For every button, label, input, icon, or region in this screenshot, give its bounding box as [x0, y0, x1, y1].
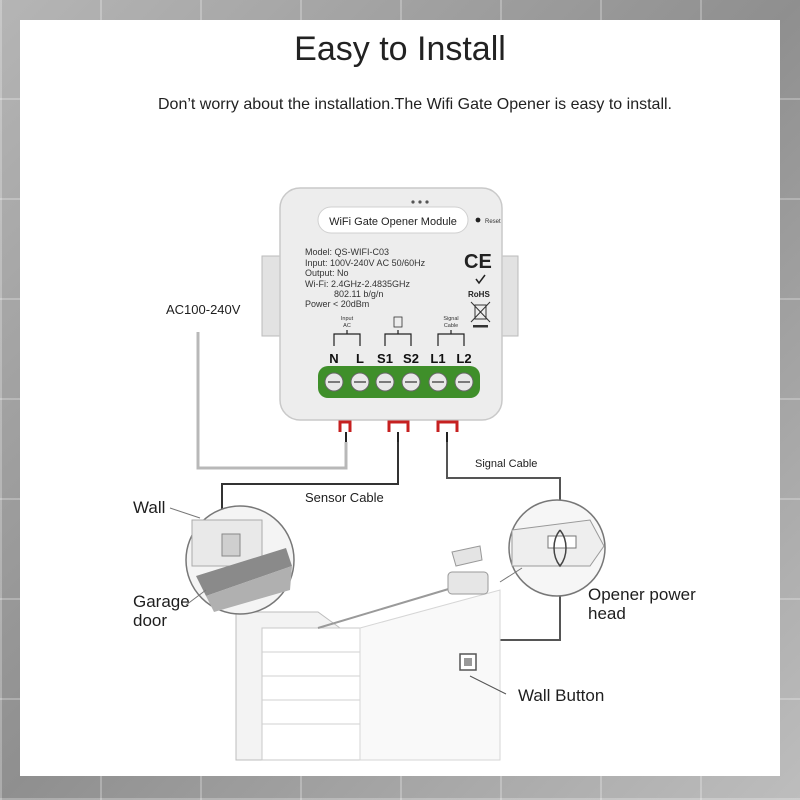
wall-sensor-zoom: [185, 505, 295, 615]
wall-button-icon: [459, 653, 477, 671]
input-label-top: Input: [341, 316, 354, 322]
signal-wire-ends: [436, 420, 459, 442]
ac-wire-ends: [338, 420, 352, 442]
sensor-cable-label: Sensor Cable: [305, 490, 384, 505]
screw-s1: [375, 372, 395, 392]
terminal-label-s2: S2: [403, 351, 419, 366]
wall-label: Wall: [133, 498, 166, 517]
screw-l: [350, 372, 370, 392]
spec-input: Input: 100V-240V AC 50/60Hz: [305, 258, 426, 268]
opener-head-zoom: [508, 499, 606, 597]
ac-voltage-label: AC100-240V: [166, 302, 241, 317]
terminal-label-l1: L1: [430, 351, 445, 366]
rohs-label: RoHS: [468, 290, 490, 299]
screw-n: [324, 372, 344, 392]
module-name-pill: [317, 206, 469, 234]
reset-label: Reset: [485, 219, 501, 225]
garage-door-label: Garage door: [133, 592, 190, 630]
garage-door: [235, 589, 501, 761]
input-label-bottom: AC: [343, 323, 351, 329]
signal-label-bottom: Cable: [444, 323, 458, 329]
page-title: Easy to Install: [294, 30, 506, 68]
opener-label-line1: Opener power: [588, 585, 696, 604]
signal-label-top: Signal: [443, 316, 458, 322]
screw-s2: [401, 372, 421, 392]
spec-model: Model: QS-WIFI-C03: [305, 247, 389, 257]
spec-wifi: Wi-Fi: 2.4GHz-2.4835GHz: [305, 279, 411, 289]
screw-l2: [454, 372, 474, 392]
wall-button-pointer: [469, 675, 507, 695]
opener-label-line2: head: [588, 604, 626, 623]
screw-l1: [428, 372, 448, 392]
module-left-tab: [261, 255, 283, 337]
sensor-icon: [393, 316, 403, 328]
spec-power: Power < 20dBm: [305, 299, 369, 309]
opener-zoom-pointer: [499, 567, 523, 583]
opener-rail: [317, 584, 463, 629]
wall-button-label: Wall Button: [518, 686, 605, 705]
rohs-check-icon: [475, 274, 486, 285]
led-dot: [411, 200, 415, 204]
signal-cable-label: Signal Cable: [475, 458, 538, 470]
page-subtitle: Don’t worry about the installation.The W…: [157, 96, 672, 113]
sensor-wire-ends: [387, 420, 410, 442]
module-name: WiFi Gate Opener Module: [329, 216, 457, 228]
terminal-label-l: L: [356, 351, 364, 366]
reset-button: [475, 217, 481, 223]
garage-pointer-line: [185, 589, 207, 606]
garage-opener-unit: [447, 545, 489, 595]
garage-label-line2: door: [133, 611, 168, 630]
spec-wifi-standard: 802.11 b/g/n: [334, 289, 383, 299]
ce-mark: CE: [464, 251, 492, 273]
spec-output: Output: No: [305, 268, 349, 278]
led-dot: [425, 200, 429, 204]
wall-pointer-line: [169, 507, 201, 519]
terminal-label-l2: L2: [456, 351, 471, 366]
module-body: [279, 187, 503, 421]
terminal-label-n: N: [329, 351, 338, 366]
terminal-label-s1: S1: [377, 351, 393, 366]
ac-cable: [196, 332, 348, 470]
weee-bin-icon: [470, 301, 491, 328]
led-dot: [418, 200, 422, 204]
opener-head-label: Opener power head: [588, 585, 696, 623]
garage-label-line1: Garage: [133, 592, 190, 611]
